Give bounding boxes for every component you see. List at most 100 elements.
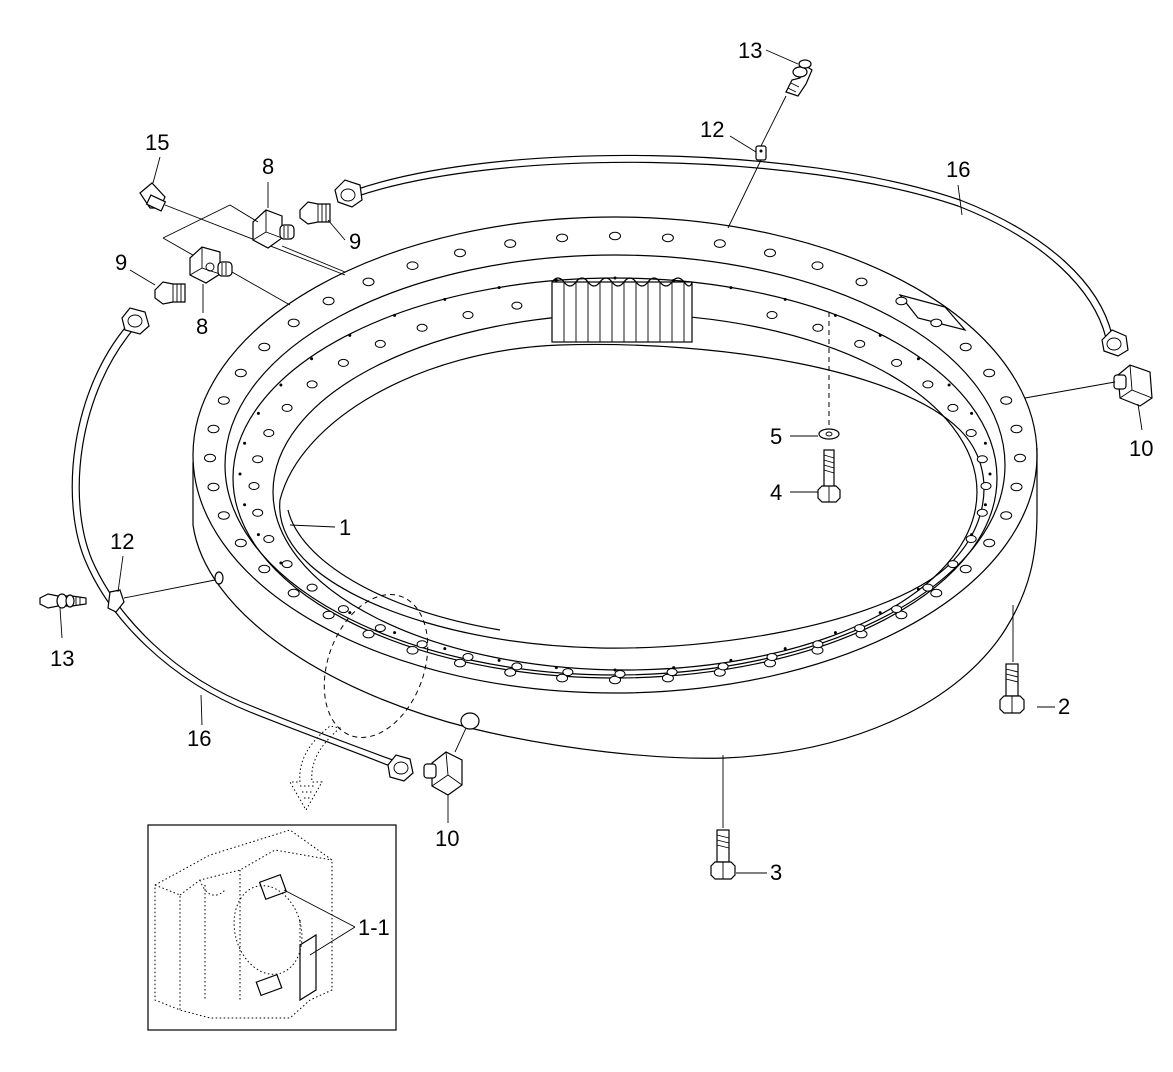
mounting-hole — [443, 647, 447, 651]
mounting-hole — [717, 662, 729, 671]
mounting-hole — [976, 455, 988, 464]
hose-clamp-left — [107, 571, 224, 613]
detail-inset-frame — [147, 824, 397, 1031]
mounting-hole — [416, 323, 428, 332]
mounting-hole — [263, 535, 275, 543]
mounting-hole — [454, 658, 466, 668]
mounting-hole — [895, 610, 908, 620]
callout-10-bottom: 10 — [435, 826, 459, 851]
mounting-hole — [970, 411, 974, 415]
mounting-hole — [988, 472, 992, 476]
mounting-hole — [511, 662, 523, 671]
mounting-hole — [497, 658, 501, 662]
mounting-hole — [947, 560, 959, 569]
mounting-hole — [287, 318, 300, 328]
mounting-hole — [983, 368, 996, 378]
callout-1: 1 — [339, 515, 351, 540]
mounting-hole — [609, 675, 621, 685]
hex-bolt-lower — [710, 755, 736, 880]
mounting-hole — [783, 647, 787, 651]
mounting-hole — [1010, 482, 1023, 492]
mounting-hole — [1014, 453, 1026, 463]
mounting-hole — [878, 611, 882, 615]
mounting-hole — [234, 368, 247, 378]
mounting-hole — [443, 297, 447, 301]
mounting-hole — [811, 261, 824, 271]
mounting-hole — [243, 441, 247, 445]
mounting-hole — [281, 560, 293, 569]
callout-1-1: 1-1 — [358, 915, 390, 940]
mounting-hole — [511, 301, 523, 310]
slewing-ring-bearing — [192, 216, 1038, 759]
mounting-hole — [279, 383, 283, 387]
mounting-hole — [337, 605, 349, 614]
mounting-hole — [256, 533, 260, 537]
mounting-hole — [258, 342, 271, 352]
mounting-hole — [854, 339, 866, 348]
mounting-hole — [878, 333, 882, 337]
mounting-hole — [855, 277, 868, 287]
grease-nipple — [139, 182, 346, 276]
elbow-fitting-bottom — [423, 712, 480, 796]
mounting-hole — [965, 429, 977, 437]
mounting-hole — [263, 429, 275, 437]
callout-16-left: 16 — [187, 726, 211, 751]
mounting-hole — [310, 357, 314, 361]
hose-nut-left-top — [121, 307, 150, 335]
mounting-hole — [672, 278, 676, 282]
callout-12-left: 12 — [110, 529, 134, 554]
mounting-hole — [348, 333, 352, 337]
callout-12-top: 12 — [700, 117, 724, 142]
mounting-hole — [207, 482, 220, 492]
mounting-hole — [1000, 396, 1013, 405]
callout-16-right: 16 — [946, 157, 970, 182]
mounting-hole — [504, 239, 517, 248]
elbow-fitting-lower — [189, 246, 291, 306]
mounting-hole — [766, 311, 778, 319]
mounting-hole — [217, 396, 230, 405]
mounting-hole — [766, 653, 778, 661]
mounting-hole — [554, 666, 558, 670]
mounting-hole — [306, 583, 318, 592]
mounting-hole — [729, 286, 733, 290]
mounting-hole — [504, 668, 517, 677]
mounting-hole — [556, 673, 569, 683]
mounting-hole — [609, 231, 621, 241]
mounting-hole — [497, 286, 501, 290]
mounting-hole — [256, 411, 260, 415]
mounting-hole — [959, 342, 972, 352]
ring-bore-inner-shadow — [287, 509, 501, 631]
mounting-hole — [248, 482, 260, 490]
mounting-hole — [217, 511, 230, 520]
callout-13-top: 13 — [738, 38, 762, 63]
mounting-hole — [252, 508, 264, 517]
leader-bracket-drop — [162, 237, 199, 259]
mounting-hole — [947, 383, 951, 387]
mounting-hole — [554, 278, 558, 282]
mounting-hole — [322, 610, 335, 620]
mounting-hole — [406, 646, 419, 655]
mounting-hole — [891, 358, 903, 367]
washer — [818, 312, 840, 440]
mounting-hole — [1000, 511, 1013, 520]
hose-clamp-top — [727, 95, 787, 229]
mounting-hole — [922, 380, 934, 389]
mounting-hole — [406, 261, 419, 271]
bellows-seal — [551, 277, 693, 343]
mounting-hole — [833, 313, 837, 317]
mounting-hole — [362, 629, 375, 639]
mounting-hole — [243, 503, 247, 507]
mounting-hole — [234, 538, 247, 548]
mounting-hole — [947, 403, 959, 412]
callout-3: 3 — [770, 860, 782, 885]
mounting-hole — [462, 311, 474, 319]
grease-hose-left — [71, 307, 414, 782]
hose-nut-upper — [334, 179, 363, 208]
ring-mounting-holes — [204, 231, 1026, 685]
ring-inner-flange-inner-edge — [272, 313, 978, 671]
mounting-hole — [374, 624, 386, 633]
mounting-hole — [258, 564, 271, 574]
clamp-bolt-left — [39, 593, 87, 609]
mounting-hole — [562, 668, 574, 677]
mounting-hole — [729, 658, 733, 662]
